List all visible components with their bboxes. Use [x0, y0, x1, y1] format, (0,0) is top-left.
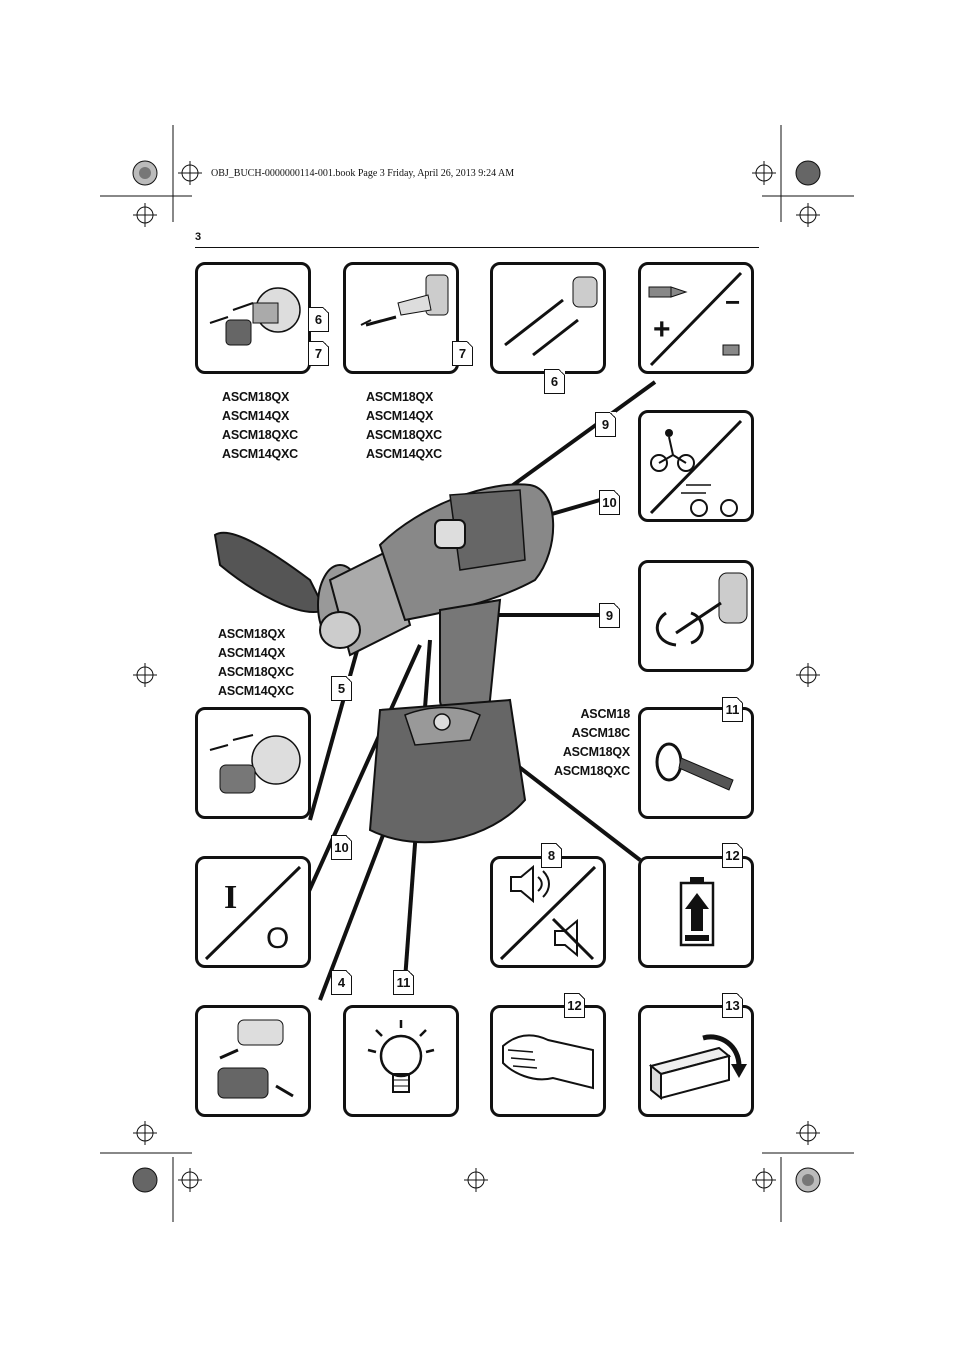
badge-ref-10: 10 — [331, 835, 352, 860]
header-rule — [195, 247, 759, 248]
panel-chuck — [195, 707, 311, 819]
panel-on-off: I O — [195, 856, 311, 968]
page-number: 3 — [195, 231, 202, 243]
rotation-direction-icon — [655, 572, 748, 647]
on-symbol: I — [224, 879, 238, 916]
badge-ref-8: 8 — [541, 843, 562, 868]
on-off-icon — [204, 865, 302, 961]
badge-ref-7: 7 — [452, 341, 473, 366]
hand-icon — [502, 1034, 594, 1090]
badge-ref-5: 5 — [331, 676, 352, 701]
packaging-icon — [648, 1034, 747, 1101]
panel-bit-holder — [343, 262, 459, 374]
panel-light — [343, 1005, 459, 1117]
off-symbol: O — [266, 922, 290, 955]
panel-charge — [638, 856, 754, 968]
badge-ref-4: 4 — [331, 970, 352, 995]
badge-ref-9: 9 — [599, 603, 620, 628]
screw-torque-icon — [648, 271, 743, 367]
badge-ref-6: 6 — [308, 307, 329, 332]
panel-box — [638, 1005, 754, 1117]
panel-gear — [638, 410, 754, 522]
file-info-line: OBJ_BUCH-0000000114-001.book Page 3 Frid… — [211, 168, 515, 179]
panel-hand — [490, 1005, 606, 1117]
drill-illustration — [213, 380, 657, 1001]
badge-ref-11: 11 — [722, 697, 743, 722]
lightbulb-icon — [367, 1020, 435, 1093]
panel-battery — [195, 1005, 311, 1117]
panel-insert-bit — [490, 262, 606, 374]
badge-ref-11: 11 — [393, 970, 414, 995]
speaker-icon — [499, 864, 597, 961]
badge-ref-12: 12 — [722, 843, 743, 868]
badge-ref-10: 10 — [599, 490, 620, 515]
panel-remove-chuck — [195, 262, 311, 374]
panel-torque: + − — [638, 262, 754, 374]
badge-ref-12: 12 — [564, 993, 585, 1018]
plus-symbol: + — [653, 313, 671, 346]
badge-ref-6: 6 — [544, 369, 565, 394]
panel-handle — [638, 707, 754, 819]
bicycle-speed-icon — [649, 419, 743, 517]
battery-charge-icon — [679, 877, 715, 947]
panel-sound — [490, 856, 606, 968]
badge-ref-13: 13 — [722, 993, 743, 1018]
badge-ref-7: 7 — [308, 341, 329, 366]
badge-ref-9: 9 — [595, 412, 616, 437]
panel-rotation — [638, 560, 754, 672]
minus-symbol: − — [725, 287, 741, 317]
side-handle-icon — [655, 742, 734, 791]
